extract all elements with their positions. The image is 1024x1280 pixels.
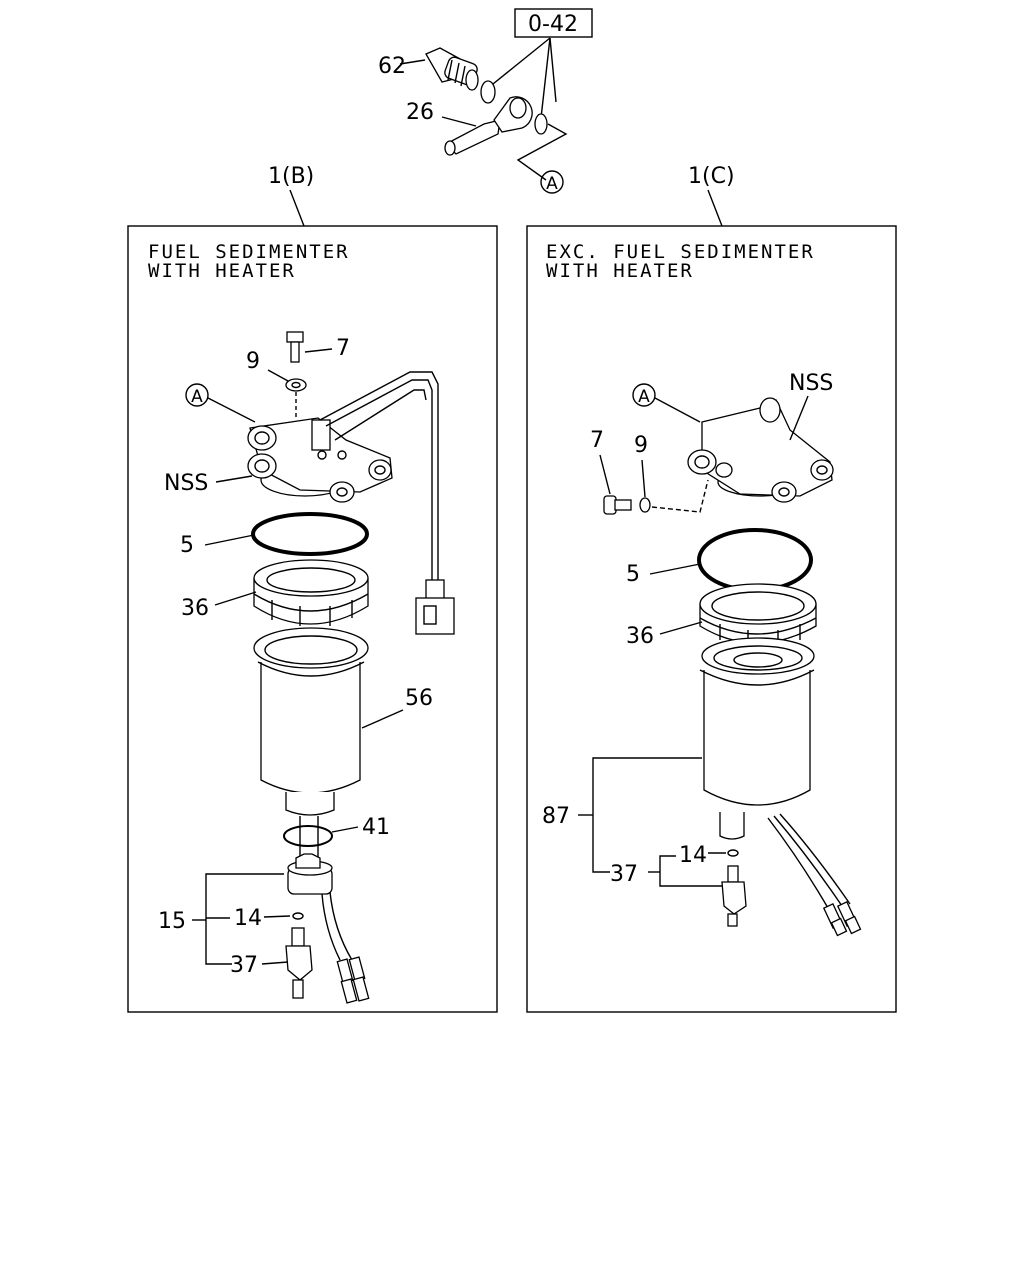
o-ring-5-c [697,528,813,592]
label-15: 15 [158,909,186,934]
top-assembly: 0-42 62 26 A [378,8,593,194]
washer-2 [534,113,548,135]
label-5-c: 5 [626,562,640,587]
circle-a-label-c: A [638,387,650,407]
panel-c-title-2: WITH HEATER [546,260,694,282]
ring-nut-36-c [699,583,817,646]
label-5-b: 5 [180,533,194,558]
ring-nut-36 [253,559,369,626]
sedimenter-head [247,417,393,503]
circle-a-label-b: A [191,387,203,407]
drain-valve-37-b [285,927,313,999]
label-7-c: 7 [590,428,604,453]
label-7: 7 [336,336,350,361]
panel-c-frame [526,225,897,1013]
circle-a-marker-c [632,383,656,407]
label-62: 62 [378,54,406,79]
bolt-7-c [603,495,632,515]
label-9: 9 [246,349,260,374]
banjo-bolt-62 [425,47,479,91]
label-9-c: 9 [634,433,648,458]
label-14-b: 14 [234,906,262,931]
ref-box-label: 0-42 [528,12,578,37]
panel-c: 1(C) EXC. FUEL SEDIMENTER WITH HEATER A … [526,164,897,1013]
circle-a-label: A [546,174,558,194]
label-37-c: 37 [610,862,638,887]
ref-box [514,8,593,38]
panel-b-ref: 1(B) [268,164,314,189]
circle-a-marker-b [185,383,209,407]
washer-9-c [639,497,651,513]
bolt-7 [286,331,304,363]
panel-b: 1(B) FUEL SEDIMENTER WITH HEATER 7 9 [127,164,498,1013]
banjo-fitting-26 [444,96,533,156]
panel-b-frame [127,225,498,1013]
label-41: 41 [362,815,390,840]
washer-14-b [292,912,304,920]
drain-valve-37-c [721,865,747,927]
panel-c-title-1: EXC. FUEL SEDIMENTER [546,241,815,263]
heater-wire [319,371,455,635]
washer-9 [285,378,307,392]
label-14-c: 14 [679,843,707,868]
filter-bowl-87 [699,637,862,937]
filter-bowl-56 [253,627,369,816]
label-26: 26 [406,100,434,125]
panel-b-title-1: FUEL SEDIMENTER [148,241,350,263]
label-36-c: 36 [626,624,654,649]
o-ring-5 [251,512,369,556]
circle-a-marker [540,170,564,194]
panel-b-title-2: WITH HEATER [148,260,296,282]
washer-14-c [727,849,739,857]
label-36-b: 36 [181,596,209,621]
sedimenter-head-c [687,397,834,503]
label-nss-b: NSS [164,471,208,496]
o-ring-41 [283,825,333,847]
panel-c-ref: 1(C) [688,164,735,189]
washer [480,80,496,104]
label-87: 87 [542,804,570,829]
label-nss-c: NSS [789,371,833,396]
label-56: 56 [405,686,433,711]
label-37-b: 37 [230,953,258,978]
drain-sensor-15 [287,853,370,1004]
